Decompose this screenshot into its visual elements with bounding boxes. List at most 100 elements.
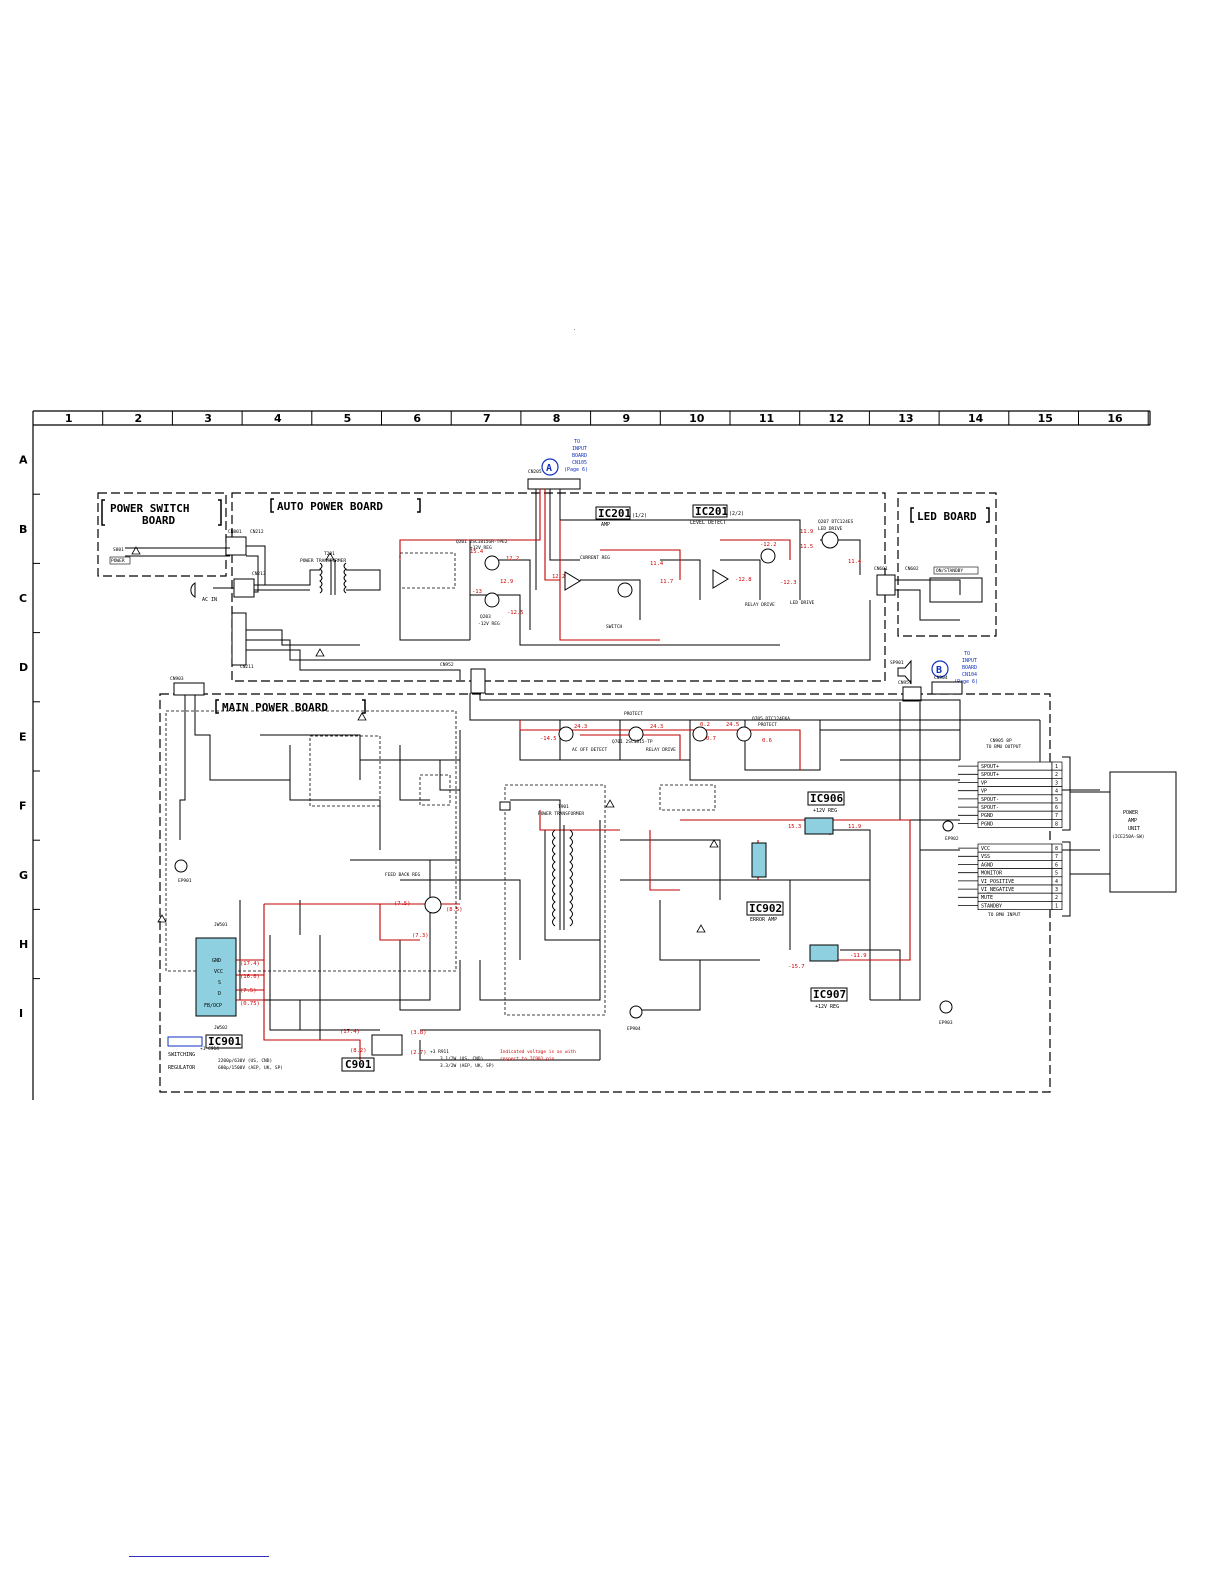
ic901-note-1: +1 C914 bbox=[200, 1046, 219, 1052]
voltage-32: (17.4) bbox=[340, 1029, 360, 1035]
transistors bbox=[424, 531, 839, 914]
connector-pin-name: SPOUT+ bbox=[981, 764, 999, 770]
voltage-20: 0.6 bbox=[762, 738, 772, 744]
voltage-4: -12.5 bbox=[507, 610, 524, 616]
ref-a-line-5: (Page 6) bbox=[564, 467, 588, 473]
power-amp-line-2: AMP bbox=[1128, 818, 1137, 824]
connector-pin-num-cell bbox=[1051, 901, 1063, 910]
connector-pin-name: VI_NEGATIVE bbox=[981, 887, 1014, 893]
opamp-ic201b bbox=[712, 569, 729, 589]
power-switch-board-outline bbox=[97, 492, 227, 577]
feed-back-reg-label: FEED BACK REG bbox=[385, 872, 421, 878]
grid-row-label: C bbox=[19, 592, 27, 605]
grid-col-label: 16 bbox=[1107, 412, 1123, 425]
ic906-block bbox=[804, 817, 834, 835]
grid-col-label: 13 bbox=[898, 412, 913, 425]
cn951-connector bbox=[902, 686, 922, 702]
ref-b-line-5: (Page 6) bbox=[954, 679, 978, 685]
ic902-desc: ERROR AMP bbox=[750, 917, 777, 923]
c901-photocoupler-block bbox=[371, 1034, 403, 1056]
grid-row-ticks bbox=[33, 493, 40, 980]
t901-desc: POWER TRANSFORMER bbox=[538, 811, 584, 817]
ref-a-line-2: INPUT bbox=[572, 446, 587, 452]
grid-frame bbox=[32, 410, 1150, 1100]
transistor-q901 bbox=[424, 896, 442, 914]
c901-title: C901 bbox=[345, 1058, 372, 1071]
current-reg-label: CURRENT REG bbox=[580, 555, 610, 561]
ic201b-desc: LEVEL DETECT bbox=[690, 520, 726, 526]
grid-col-label: 1 bbox=[65, 412, 73, 425]
q207-label: Q207 DTC124ES bbox=[818, 519, 854, 525]
voltage-22: 11.9 bbox=[848, 824, 861, 830]
blue-ref-box bbox=[167, 1036, 203, 1047]
connector-pin-number: 7 bbox=[1055, 813, 1058, 819]
connector-pin-number: 6 bbox=[1055, 805, 1058, 811]
connector-pin-name: PGND bbox=[981, 821, 993, 827]
ic201a-sub: (1/2) bbox=[632, 513, 647, 519]
cn213-label: CN213 bbox=[252, 571, 266, 577]
ic201a-title: IC201 bbox=[598, 507, 631, 520]
voltage-8: -12.2 bbox=[760, 542, 777, 548]
connector-pin-name: SPOUT+ bbox=[981, 772, 999, 778]
ac-in-label: AC IN bbox=[202, 597, 217, 603]
main-power-board-outline bbox=[159, 693, 1051, 1093]
voltage-2: 12.9 bbox=[500, 579, 513, 585]
ref-a-line-3: BOARD bbox=[572, 453, 587, 459]
voltage-14: -14.5 bbox=[540, 736, 557, 742]
voltage-34: (3.8) bbox=[410, 1030, 427, 1036]
ref-b-line-3: BOARD bbox=[962, 665, 977, 671]
cn602-label: CN602 bbox=[905, 566, 919, 572]
power-switch-title-1: POWER SWITCH bbox=[110, 502, 189, 515]
connector-pin-number: 3 bbox=[1055, 887, 1058, 893]
ic907-desc: +12V REG bbox=[815, 1004, 839, 1010]
voltage-21: 15.3 bbox=[788, 824, 801, 830]
ic901-pin-vcc: VCC bbox=[214, 969, 223, 975]
ic201b-sub: (2/2) bbox=[729, 511, 744, 517]
grid-row-label: E bbox=[19, 730, 27, 743]
q201-desc: +12V REG bbox=[470, 545, 492, 551]
power-amp-line-4: (ICE250A-SW) bbox=[1112, 834, 1145, 840]
q701-desc: AC OFF DETECT bbox=[572, 747, 608, 753]
voltage-1: 12.2 bbox=[506, 556, 519, 562]
on-standby-label: ON/STANDBY bbox=[936, 568, 963, 574]
voltage-9: 11.9 bbox=[800, 529, 813, 535]
cn905-desc: TO BMU OUTPUT bbox=[986, 744, 1022, 750]
note-3: +3 R911 bbox=[430, 1049, 449, 1055]
q704-desc: PROTECT bbox=[624, 711, 643, 717]
connector-pin-number: 4 bbox=[1055, 789, 1058, 795]
connector-pin-name: VP bbox=[981, 780, 987, 786]
dashed-boxes bbox=[165, 552, 716, 1016]
warning-symbols bbox=[131, 546, 719, 933]
voltage-31: (0.75) bbox=[240, 1001, 260, 1007]
red-note-1: Indicated voltage is as with bbox=[500, 1049, 576, 1055]
switch-label: SWITCH bbox=[606, 624, 623, 630]
cn601-label: CN601 bbox=[874, 566, 888, 572]
connector-pin-name: VI_POSITIVE bbox=[981, 879, 1014, 885]
tp901 bbox=[499, 801, 511, 811]
relay-drive-label: RELAY DRIVE bbox=[745, 602, 775, 608]
red-signal-paths bbox=[236, 489, 911, 1060]
cn905-label: CN905 8P bbox=[990, 738, 1012, 744]
connector-pin-num-cell bbox=[1051, 819, 1063, 828]
voltage-33: (8.2) bbox=[350, 1048, 367, 1054]
q701-label: Q701 2SC1815-TP bbox=[612, 739, 653, 745]
q201-label: Q201 2SC1815GR-TPE2 bbox=[456, 539, 508, 545]
page-mark: . bbox=[573, 326, 576, 332]
connector-pin-name: PGND bbox=[981, 813, 993, 819]
ic901-block bbox=[195, 937, 237, 1017]
grid-col-label: 2 bbox=[135, 412, 143, 425]
connector-pin-name: VSS bbox=[981, 854, 990, 860]
wires bbox=[125, 489, 1100, 1061]
ic901-pin-gnd: GND bbox=[212, 958, 221, 964]
grid-col-label: 5 bbox=[344, 412, 352, 425]
connector-pin-cell bbox=[977, 778, 1053, 787]
led-board-title: LED BOARD bbox=[917, 510, 977, 523]
connector-pin-number: 1 bbox=[1055, 903, 1058, 909]
transistor-q704 bbox=[692, 726, 708, 742]
grid-col-label: 9 bbox=[622, 412, 630, 425]
power-amp-unit: POWER AMP UNIT (ICE250A-SW) bbox=[1109, 771, 1177, 893]
voltage-0: 15.4 bbox=[470, 549, 484, 555]
